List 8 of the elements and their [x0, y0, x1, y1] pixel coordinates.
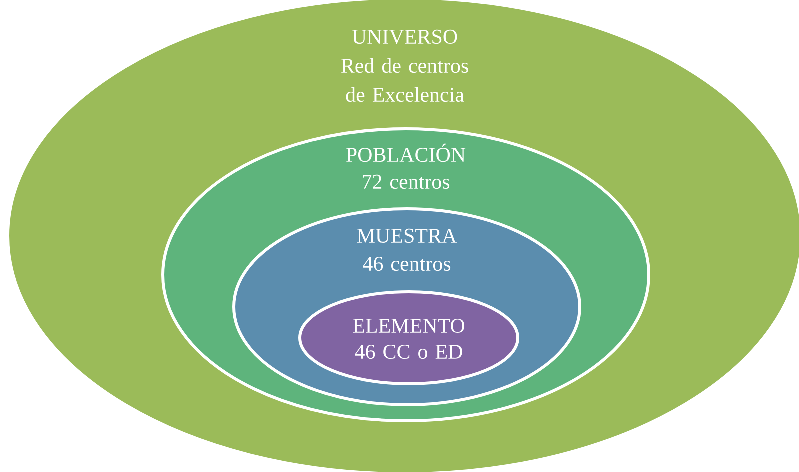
ellipse-label: MUESTRA: [357, 228, 458, 244]
ellipse-label: ELEMENTO: [353, 318, 465, 334]
ellipse-label: POBLACIÓN: [346, 144, 466, 162]
ellipse-label: 46 CC o ED: [355, 344, 462, 360]
ellipse-label: 46 centros: [363, 256, 451, 272]
ellipse-label: 72 centros: [363, 174, 450, 190]
ellipse: [298, 290, 520, 386]
ellipse-label: UNIVERSO Red de centros de Excelencia: [341, 30, 468, 102]
